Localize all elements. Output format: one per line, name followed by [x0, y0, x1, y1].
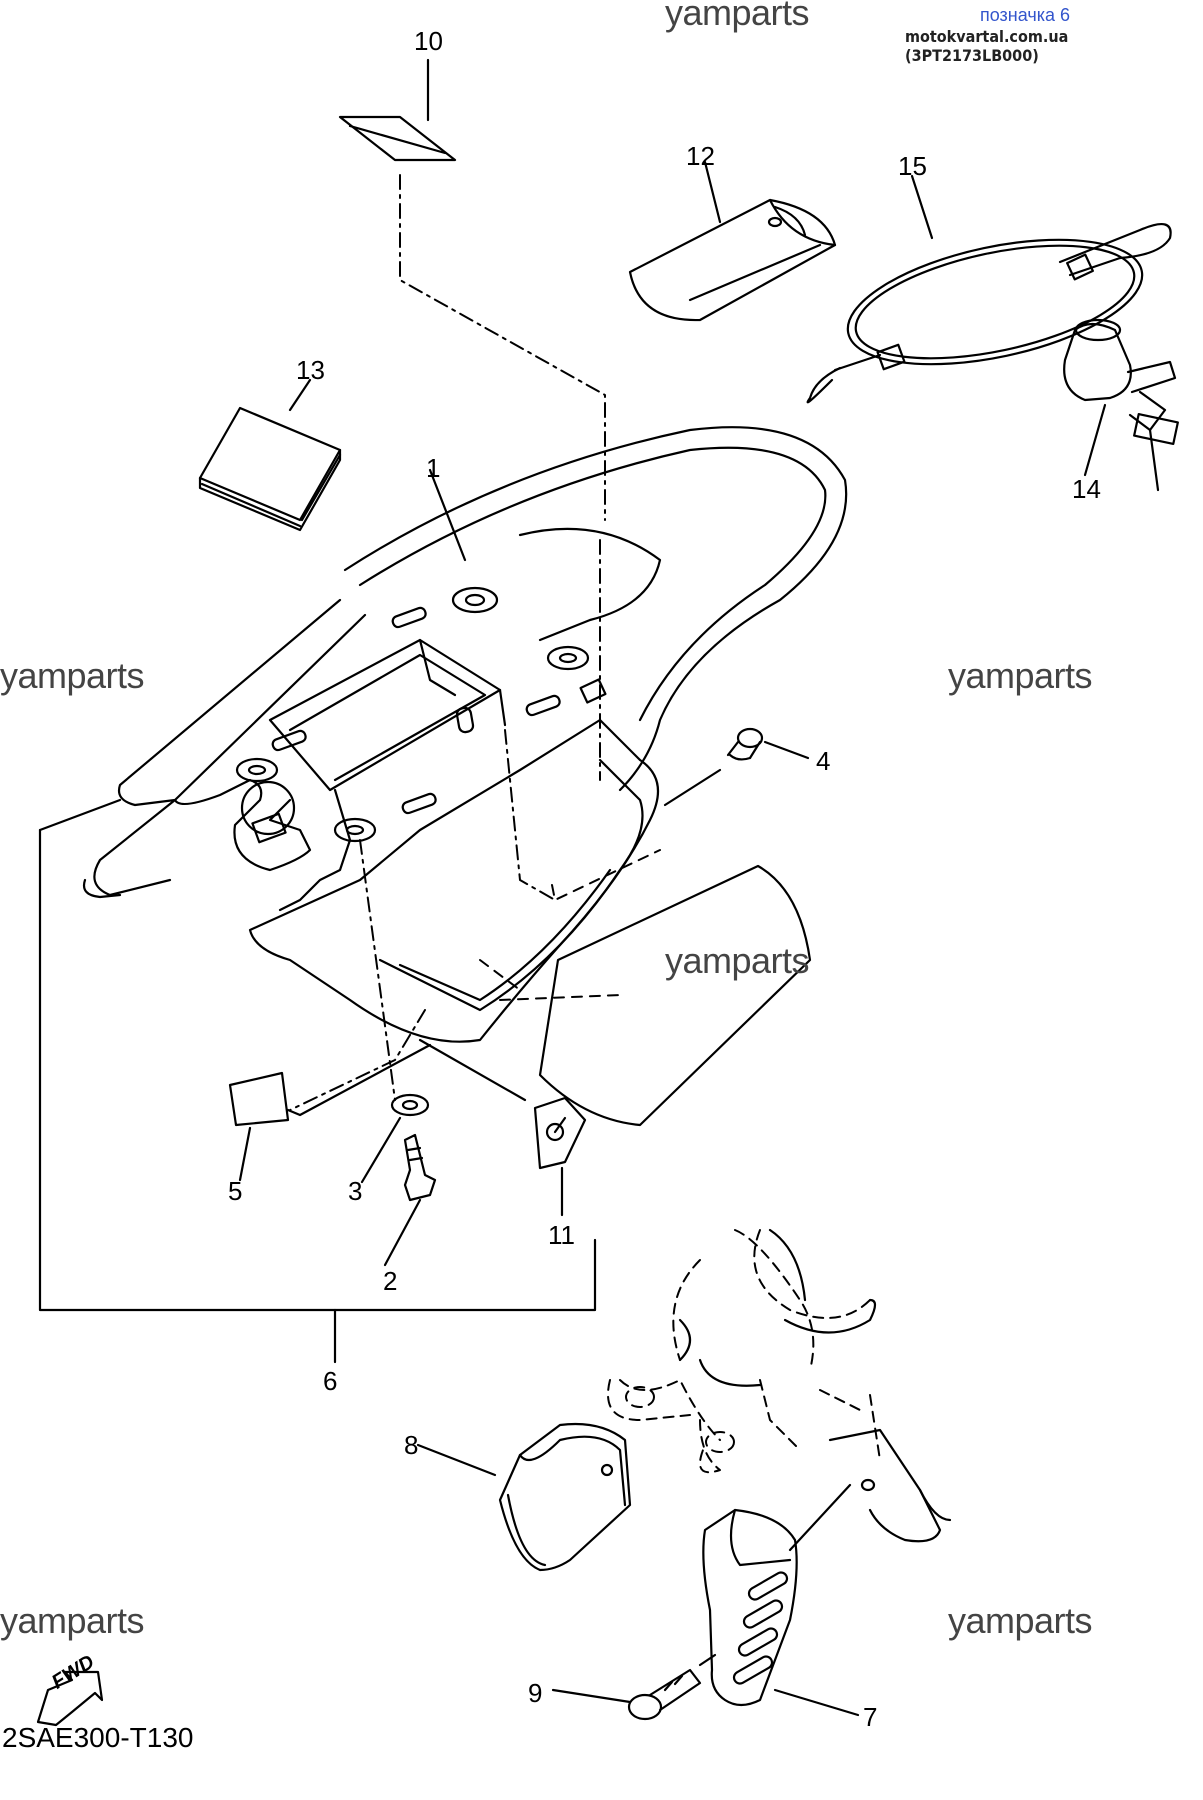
callout-9: 9	[528, 1678, 543, 1708]
part-3-washer	[390, 1093, 430, 1117]
callout-1: 1	[426, 453, 441, 483]
part-4-bolt	[726, 727, 764, 761]
header-site: motokvartal.com.ua (3PT2173LB000)	[905, 27, 1069, 65]
part-8-cover	[498, 1422, 632, 1572]
callout-3: 3	[348, 1176, 363, 1206]
callout-14: 14	[1072, 474, 1101, 504]
part-7-guard	[702, 1508, 798, 1707]
part-1-rear-fender	[82, 426, 848, 1043]
callout-15: 15	[898, 151, 927, 181]
callout-12: 12	[686, 141, 715, 171]
watermark: yamparts	[665, 940, 810, 981]
callout-8: 8	[404, 1430, 419, 1460]
callout-7: 7	[863, 1702, 878, 1732]
frame-context-solid	[678, 1228, 952, 1543]
callout-10: 10	[414, 26, 443, 56]
part-15-cable	[806, 222, 1172, 404]
header-title: позначка 6	[980, 5, 1071, 25]
callout-2: 2	[383, 1266, 398, 1296]
callout-4: 4	[816, 746, 831, 776]
frame-context	[607, 1229, 881, 1474]
part-13-manual	[198, 406, 342, 532]
watermark: yamparts	[948, 1600, 1093, 1641]
callout-6: 6	[323, 1366, 338, 1396]
watermark: yamparts	[665, 0, 810, 33]
watermark: yamparts	[0, 655, 145, 696]
part-12-pouch	[628, 198, 837, 322]
part-11-key-label	[533, 1096, 587, 1170]
callout-5: 5	[228, 1176, 243, 1206]
watermark: yamparts	[0, 1600, 145, 1641]
part-14-lock	[1063, 318, 1179, 492]
assembly-6-bracket	[38, 798, 597, 1364]
part-10-label	[338, 115, 457, 162]
part-9-screw	[627, 1668, 702, 1721]
watermark: yamparts	[948, 655, 1093, 696]
callout-11: 11	[548, 1220, 575, 1250]
part-5-label	[228, 1071, 290, 1127]
tail-reflector-panel	[538, 864, 812, 1127]
part-2-bolt	[403, 1133, 437, 1202]
diagram-code: 2SAE300-T130	[2, 1722, 194, 1753]
callout-13: 13	[296, 355, 325, 385]
fwd-arrow-icon	[36, 1670, 104, 1727]
